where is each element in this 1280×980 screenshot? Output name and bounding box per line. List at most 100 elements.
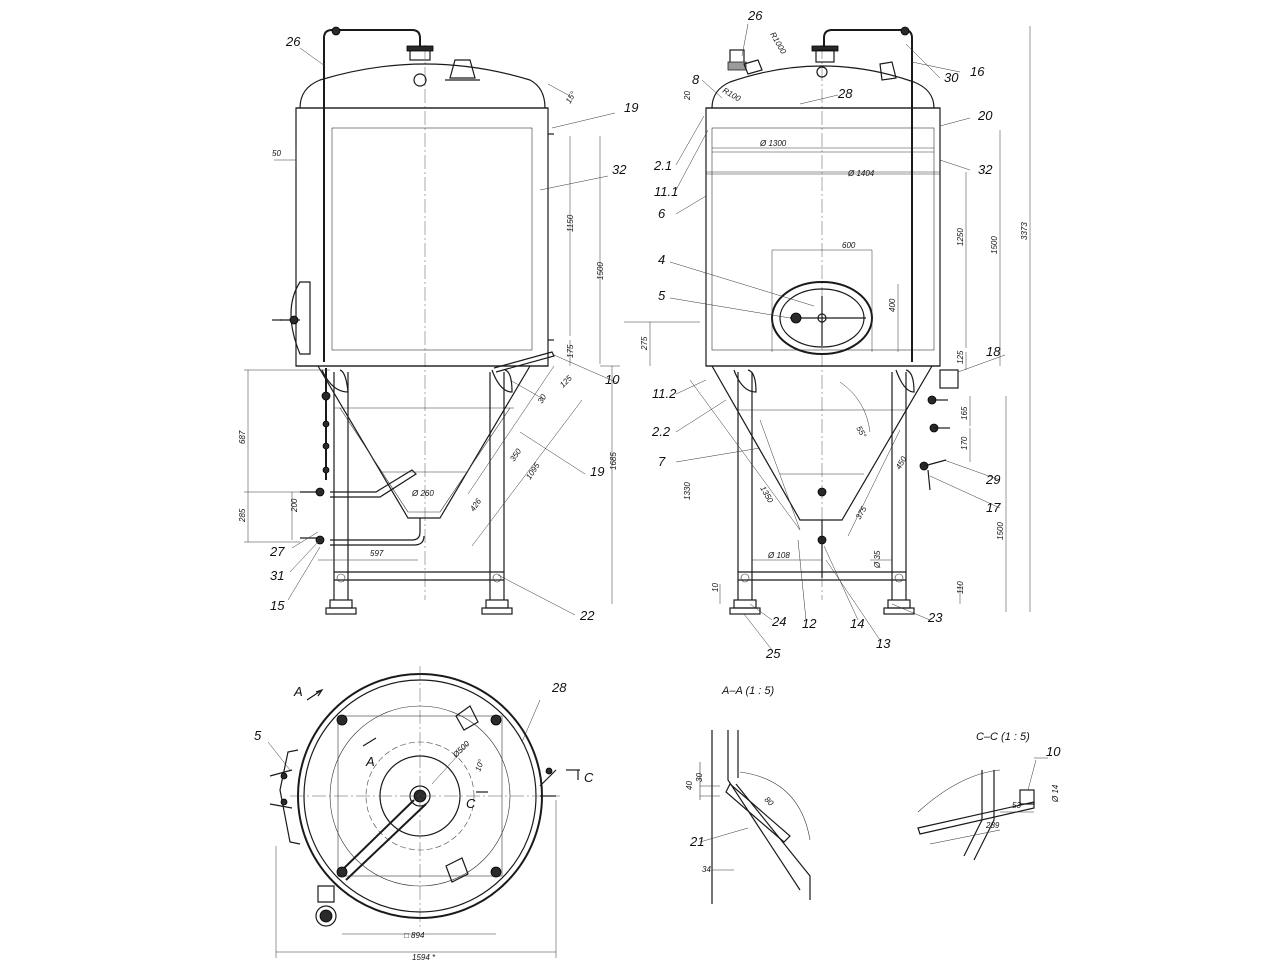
dim-200: 200 bbox=[290, 498, 299, 513]
section-marker-a1: A bbox=[293, 684, 303, 699]
dim-600: 600 bbox=[842, 241, 856, 250]
dim-170: 170 bbox=[960, 436, 969, 450]
dim-r100: R100 bbox=[721, 86, 743, 104]
section-aa: A–A (1 : 5) 40 30 80 34 21 bbox=[685, 685, 811, 904]
dim-1350: 1350 bbox=[758, 485, 775, 505]
dim-30b: 30 bbox=[695, 773, 704, 782]
dim-110: 110 bbox=[956, 581, 965, 594]
dim-d260: Ø 260 bbox=[411, 489, 434, 498]
dim-1500c: 1500 bbox=[996, 522, 1005, 540]
callout-t28: 28 bbox=[551, 680, 567, 695]
dim-r1000: R1000 bbox=[768, 31, 788, 56]
dim-3373: 3373 bbox=[1020, 222, 1029, 240]
dim-d500: Ø500 bbox=[450, 739, 471, 760]
front-view: 26 19 32 10 19 22 15 31 27 50 1150 1500 … bbox=[238, 26, 638, 623]
side-callouts: 26 8 28 20 16 30 2.1 11.1 6 32 4 5 18 11… bbox=[651, 8, 1001, 661]
callout-s28: 28 bbox=[837, 86, 853, 101]
dim-80: 80 bbox=[763, 795, 776, 808]
callout-s6: 6 bbox=[658, 206, 666, 221]
callout-31: 31 bbox=[270, 568, 284, 583]
dim-10deg: 10° bbox=[473, 757, 486, 772]
dim-426: 426 bbox=[468, 497, 483, 514]
dim-50: 50 bbox=[272, 149, 281, 158]
dim-1685: 1685 bbox=[609, 452, 618, 470]
callout-s13: 13 bbox=[876, 636, 891, 651]
dim-d14: Ø 14 bbox=[1051, 784, 1060, 803]
section-marker-c1: C bbox=[584, 770, 594, 785]
top-view: 28 5 Ø500 10° □ 894 1594 * A A C C bbox=[254, 666, 594, 962]
callout-s16: 16 bbox=[970, 64, 985, 79]
dim-20: 20 bbox=[683, 91, 692, 101]
dim-10: 10 bbox=[711, 583, 720, 592]
dim-125: 125 bbox=[558, 373, 574, 389]
callout-21: 21 bbox=[689, 834, 704, 849]
callout-s32: 32 bbox=[978, 162, 993, 177]
dim-1250: 1250 bbox=[956, 228, 965, 246]
callout-32: 32 bbox=[612, 162, 627, 177]
dim-30: 30 bbox=[536, 392, 549, 405]
callout-10: 10 bbox=[605, 372, 620, 387]
callout-s26: 26 bbox=[747, 8, 763, 23]
dim-53: 53 bbox=[1012, 801, 1021, 810]
section-cc: C–C (1 : 5) 10 53 289 Ø 14 bbox=[917, 731, 1061, 861]
section-marker-c2: C bbox=[466, 796, 476, 811]
section-cc-title: C–C (1 : 5) bbox=[976, 731, 1030, 743]
callout-s12: 12 bbox=[802, 616, 817, 631]
callout-s5: 5 bbox=[658, 288, 666, 303]
dim-165: 165 bbox=[960, 406, 969, 420]
callout-19b: 19 bbox=[590, 464, 604, 479]
callout-s4: 4 bbox=[658, 252, 665, 267]
dim-400: 400 bbox=[888, 298, 897, 312]
dim-175: 175 bbox=[566, 344, 575, 358]
front-callouts: 26 19 32 10 19 22 15 31 27 bbox=[269, 34, 638, 623]
section-aa-title: A–A (1 : 5) bbox=[721, 685, 775, 697]
dim-289: 289 bbox=[985, 821, 1000, 830]
callout-s8: 8 bbox=[692, 72, 700, 87]
dim-350: 350 bbox=[508, 447, 523, 464]
side-dimensions: R1000 R100 20 Ø 1300 Ø 1404 600 400 1250… bbox=[640, 31, 1029, 595]
callout-s30: 30 bbox=[944, 70, 959, 85]
dim-55deg: 55° bbox=[854, 425, 868, 441]
callout-s11-1: 11.1 bbox=[654, 184, 678, 199]
dim-d108: Ø 108 bbox=[767, 551, 790, 560]
callout-s11-2: 11.2 bbox=[652, 386, 677, 401]
callout-s29: 29 bbox=[985, 472, 1000, 487]
dim-285: 285 bbox=[238, 508, 247, 523]
callout-s17: 17 bbox=[986, 500, 1001, 515]
callout-s20: 20 bbox=[977, 108, 993, 123]
dim-1500: 1500 bbox=[596, 262, 605, 280]
dim-34: 34 bbox=[702, 865, 711, 874]
side-view: 26 8 28 20 16 30 2.1 11.1 6 32 4 5 18 11… bbox=[624, 8, 1031, 661]
dim-1330: 1330 bbox=[683, 482, 692, 500]
callout-19: 19 bbox=[624, 100, 638, 115]
dim-15deg: 15° bbox=[564, 89, 578, 105]
dim-d1404: Ø 1404 bbox=[847, 169, 875, 178]
callout-s25: 25 bbox=[765, 646, 781, 661]
dim-40: 40 bbox=[685, 781, 694, 790]
callout-26: 26 bbox=[285, 34, 301, 49]
callout-s2-1: 2.1 bbox=[653, 158, 672, 173]
callout-s18: 18 bbox=[986, 344, 1001, 359]
dim-1150: 1150 bbox=[566, 214, 575, 232]
callout-c10: 10 bbox=[1046, 744, 1061, 759]
dim-375: 375 bbox=[854, 504, 869, 521]
callout-t5: 5 bbox=[254, 728, 262, 743]
dim-1594: 1594 * bbox=[412, 953, 436, 962]
dim-275: 275 bbox=[640, 336, 649, 351]
dim-1500b: 1500 bbox=[990, 236, 999, 254]
dim-687: 687 bbox=[238, 430, 247, 444]
section-marker-a2: A bbox=[365, 754, 375, 769]
dim-d35: Ø 35 bbox=[873, 550, 882, 569]
callout-s24: 24 bbox=[771, 614, 786, 629]
callout-s14: 14 bbox=[850, 616, 864, 631]
dim-125b: 125 bbox=[956, 350, 965, 364]
callout-s2-2: 2.2 bbox=[651, 424, 671, 439]
dim-sq894: □ 894 bbox=[404, 931, 425, 940]
callout-22: 22 bbox=[579, 608, 595, 623]
callout-15: 15 bbox=[270, 598, 285, 613]
callout-s23: 23 bbox=[927, 610, 943, 625]
callout-s7: 7 bbox=[658, 454, 666, 469]
dim-d1300: Ø 1300 bbox=[759, 139, 787, 148]
callout-27: 27 bbox=[269, 544, 285, 559]
